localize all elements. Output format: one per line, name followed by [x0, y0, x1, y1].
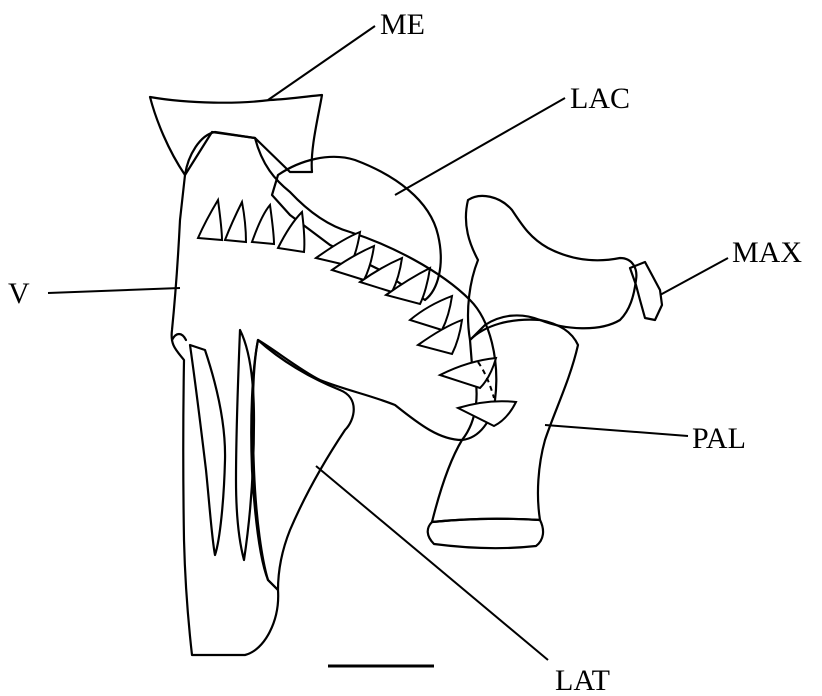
leader-max [660, 258, 728, 295]
leader-lac [395, 98, 565, 195]
tooth [225, 202, 246, 242]
vomer-notch [172, 334, 186, 340]
label-pal: PAL [692, 422, 746, 455]
maxilla-bone [466, 196, 636, 340]
vomer-groove-left [190, 345, 225, 555]
lateral-ethmoid-bone [253, 340, 354, 590]
tooth [198, 200, 222, 240]
label-lac: LAC [570, 82, 630, 115]
leader-lat [316, 466, 548, 660]
tooth [278, 212, 304, 252]
leader-v [48, 288, 180, 293]
palatine-cartilage [428, 519, 543, 548]
label-lat: LAT [555, 664, 610, 696]
label-me: ME [380, 8, 425, 41]
leader-me [268, 26, 375, 100]
label-max: MAX [732, 236, 802, 269]
tooth [440, 358, 496, 388]
tooth [252, 205, 274, 244]
leader-pal [545, 425, 688, 436]
label-v: V [8, 277, 30, 310]
tooth [458, 401, 516, 426]
